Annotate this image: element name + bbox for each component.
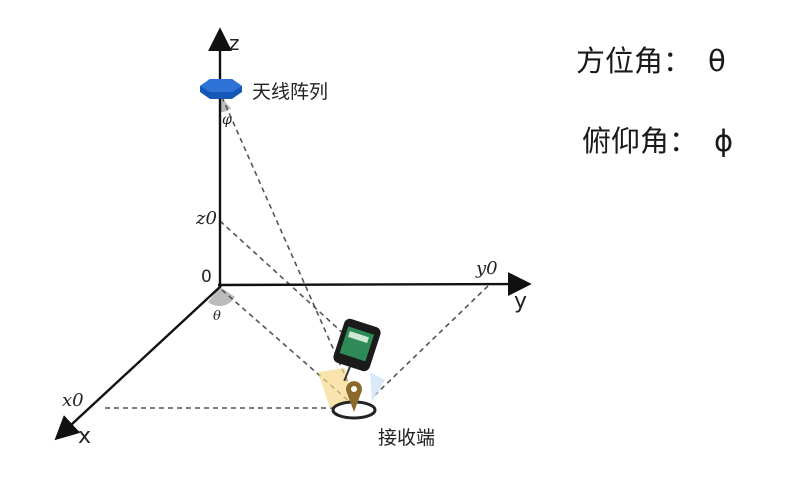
x0-label: x0 [62,390,84,411]
y0-to-receiver-line [374,285,489,396]
legend-azimuth-name: 方位角： [576,44,693,78]
legend-elevation-name: 俯仰角： [582,124,699,158]
z0-label: z0 [196,208,217,229]
x-axis-label: x [78,424,92,449]
legend-elevation-symbol: ϕ [714,124,734,158]
y-axis-label: y [514,289,528,314]
legend-azimuth: 方位角： θ [576,38,726,80]
z0-to-receiver-line [219,220,346,336]
z-axis-label: z [229,31,240,55]
azimuth-arc [208,287,235,307]
origin-label: 0 [201,267,212,287]
smartwatch-icon [333,318,381,382]
origin-to-receiver-line [221,289,351,403]
azimuth-angle-mark: θ [213,309,221,324]
elevation-angle-mark: φ [222,112,232,128]
antenna-array-icon [200,79,242,99]
y0-label: y0 [476,258,498,279]
x-axis [54,285,222,441]
legend-azimuth-symbol: θ [708,44,726,78]
receiver-icon [318,368,385,420]
antenna-label: 天线阵列 [252,81,329,103]
y-axis [217,272,532,297]
legend-elevation: 俯仰角： ϕ [582,118,733,160]
receiver-label: 接收端 [378,427,436,449]
antenna-to-receiver-line [221,96,356,399]
